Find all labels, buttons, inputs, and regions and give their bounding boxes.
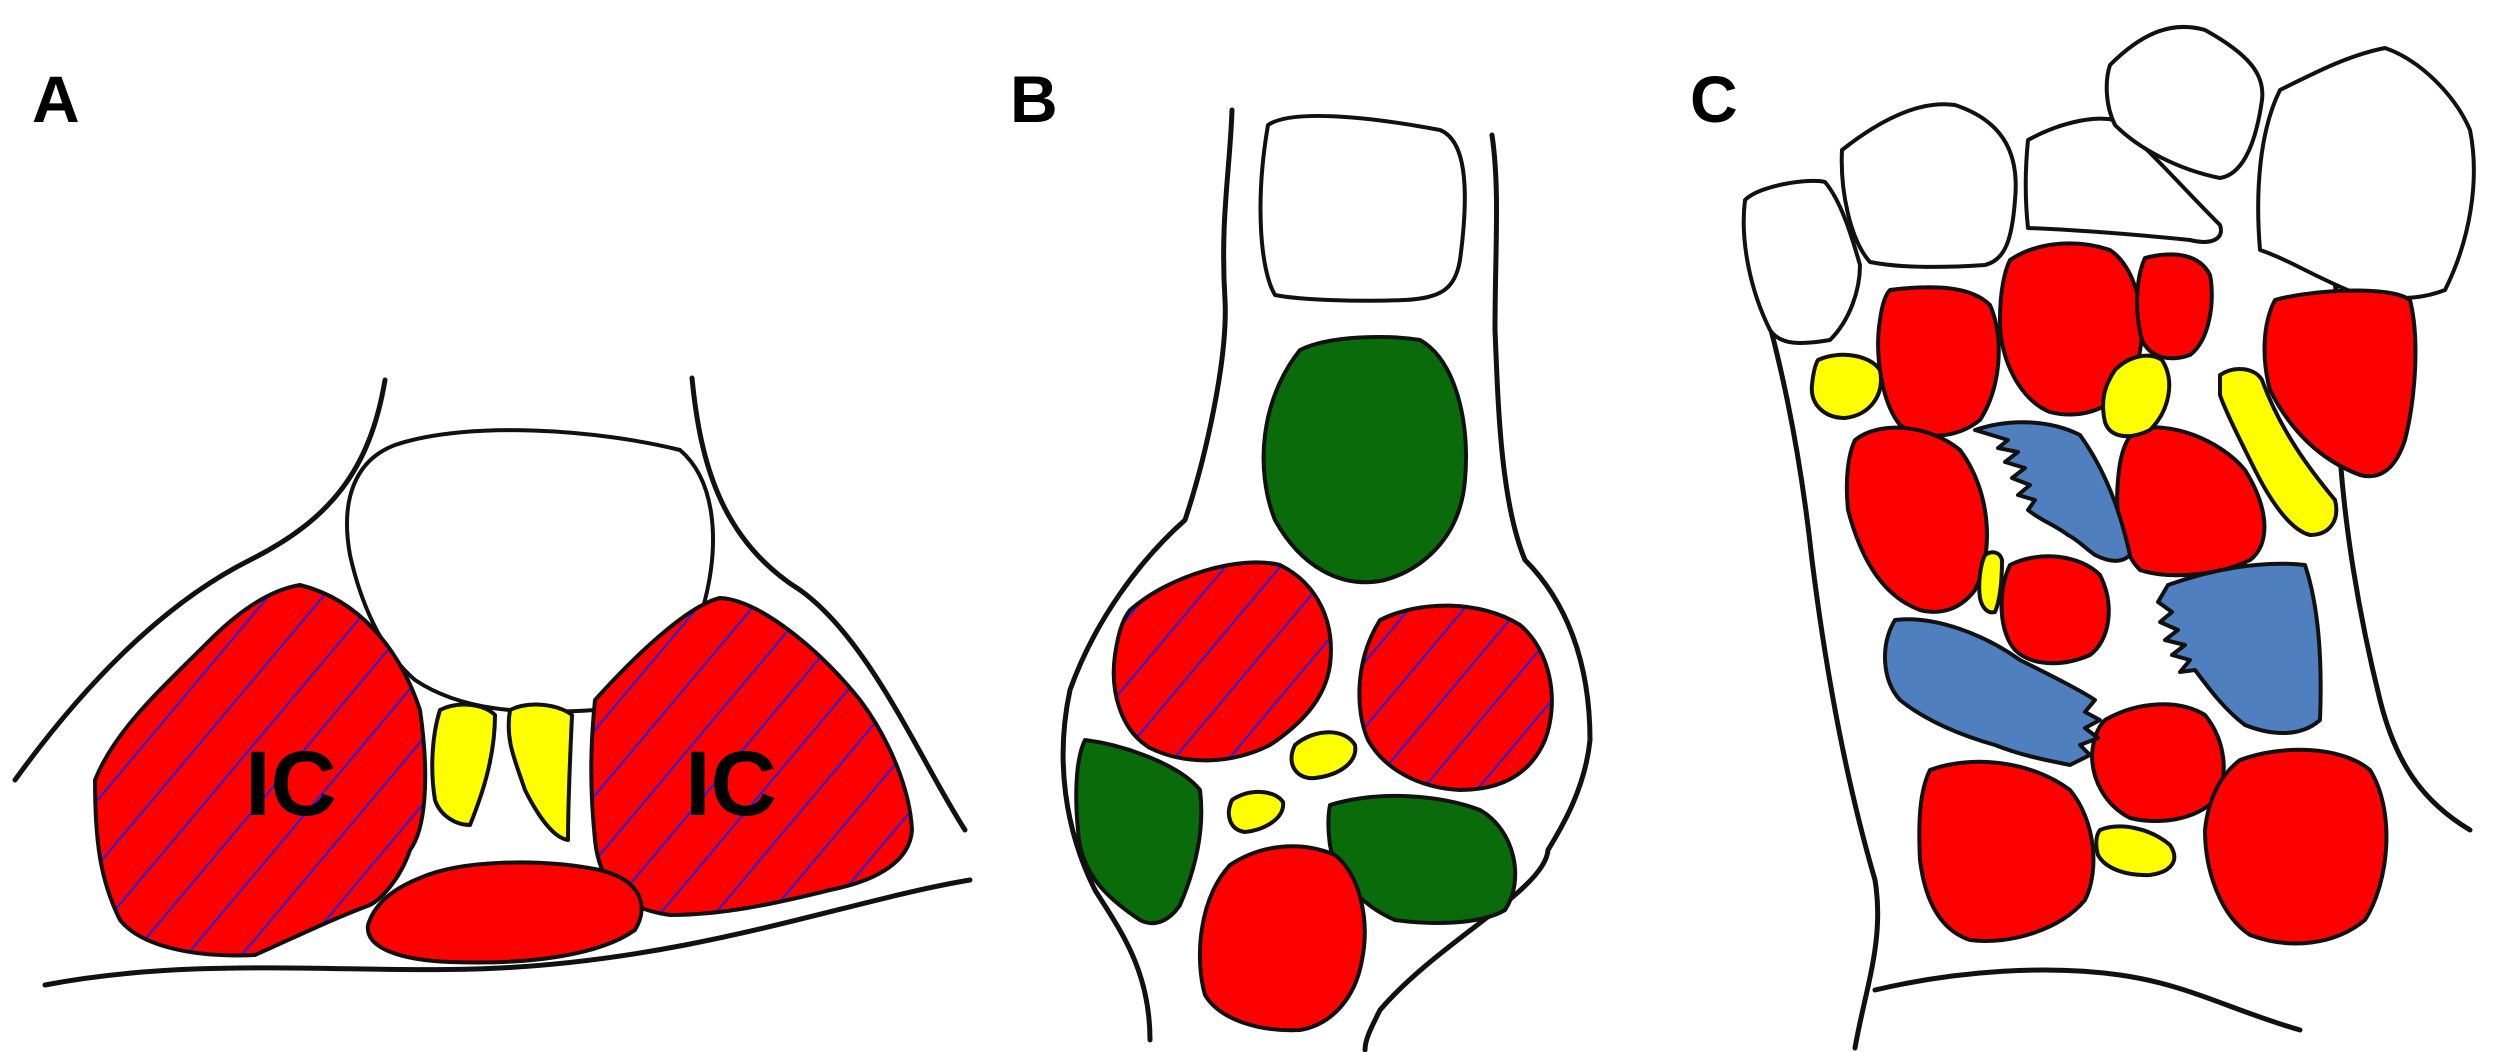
panel-c-blue-1 bbox=[1973, 420, 2132, 563]
panel-a-ic-label-left: IC bbox=[245, 733, 337, 835]
panel-b-left-boundary bbox=[1060, 107, 1235, 1043]
panel-b-hatched-right bbox=[1357, 603, 1554, 792]
panel-a-yellow-right bbox=[506, 702, 574, 842]
panel-a-top-white-cell bbox=[345, 428, 715, 714]
panel-c-white-cell-2 bbox=[1839, 102, 2018, 269]
panel-a-ic-left bbox=[93, 583, 428, 958]
panel-a-ic-label-right: IC bbox=[685, 733, 777, 835]
panel-c-white-cell-1 bbox=[1741, 178, 1862, 345]
panel-c-red-7 bbox=[1999, 554, 2111, 666]
panel-c-red-4 bbox=[2262, 288, 2418, 479]
panel-c-red-1 bbox=[1876, 285, 2001, 438]
panel-c: C bbox=[1690, 24, 2476, 1051]
panel-b-yellow-lower bbox=[1226, 790, 1286, 834]
panel-c-white-cell-5 bbox=[2256, 46, 2476, 301]
panel-c-yellow-3 bbox=[2218, 367, 2339, 537]
panel-c-yellow-1 bbox=[1809, 352, 1883, 420]
panel-a: A IC IC bbox=[12, 62, 973, 988]
panel-c-white-cell-4 bbox=[2104, 24, 2265, 180]
panel-c-blue-2 bbox=[2156, 561, 2323, 735]
panel-b-red-bottom bbox=[1197, 844, 1367, 1033]
panel-a-right-boundary bbox=[689, 375, 968, 833]
panel-c-red-3 bbox=[2135, 252, 2214, 361]
panel-b-right-boundary bbox=[1362, 132, 1593, 1052]
panel-a-left-boundary bbox=[12, 377, 388, 783]
panel-b-yellow-upper bbox=[1289, 730, 1358, 781]
panel-a-yellow-left bbox=[430, 702, 497, 827]
panel-c-blue-3 bbox=[1883, 617, 2102, 767]
panel-c-red-6 bbox=[2115, 425, 2267, 578]
panel-a-bottom-boundary bbox=[42, 877, 973, 988]
panel-b-green-right bbox=[1326, 793, 1518, 925]
panel-c-red-10 bbox=[2203, 747, 2389, 946]
panel-c-red-9 bbox=[1917, 759, 2096, 943]
panel-c-left-boundary bbox=[1745, 247, 1881, 1051]
panel-b: B bbox=[1010, 62, 1593, 1052]
panel-c-yellow-2 bbox=[2101, 353, 2172, 439]
panel-a-label: A bbox=[32, 62, 80, 136]
panel-b-top-white-cell bbox=[1258, 113, 1467, 303]
panel-b-label: B bbox=[1010, 62, 1058, 136]
panel-a-ic-right bbox=[589, 596, 914, 917]
panel-c-red-8 bbox=[2090, 702, 2226, 823]
panel-a-bottom-red-cell bbox=[365, 860, 644, 965]
panel-c-red-5 bbox=[1844, 425, 1989, 614]
panel-c-yellow-5 bbox=[2094, 824, 2177, 878]
panel-b-green-top bbox=[1261, 335, 1468, 585]
panel-c-yellow-4 bbox=[1977, 550, 2004, 615]
panel-c-bottom-boundary bbox=[1872, 967, 2303, 1033]
panel-c-label: C bbox=[1690, 62, 1738, 136]
panel-b-green-left bbox=[1074, 738, 1204, 926]
panel-b-hatched-left bbox=[1111, 560, 1333, 763]
